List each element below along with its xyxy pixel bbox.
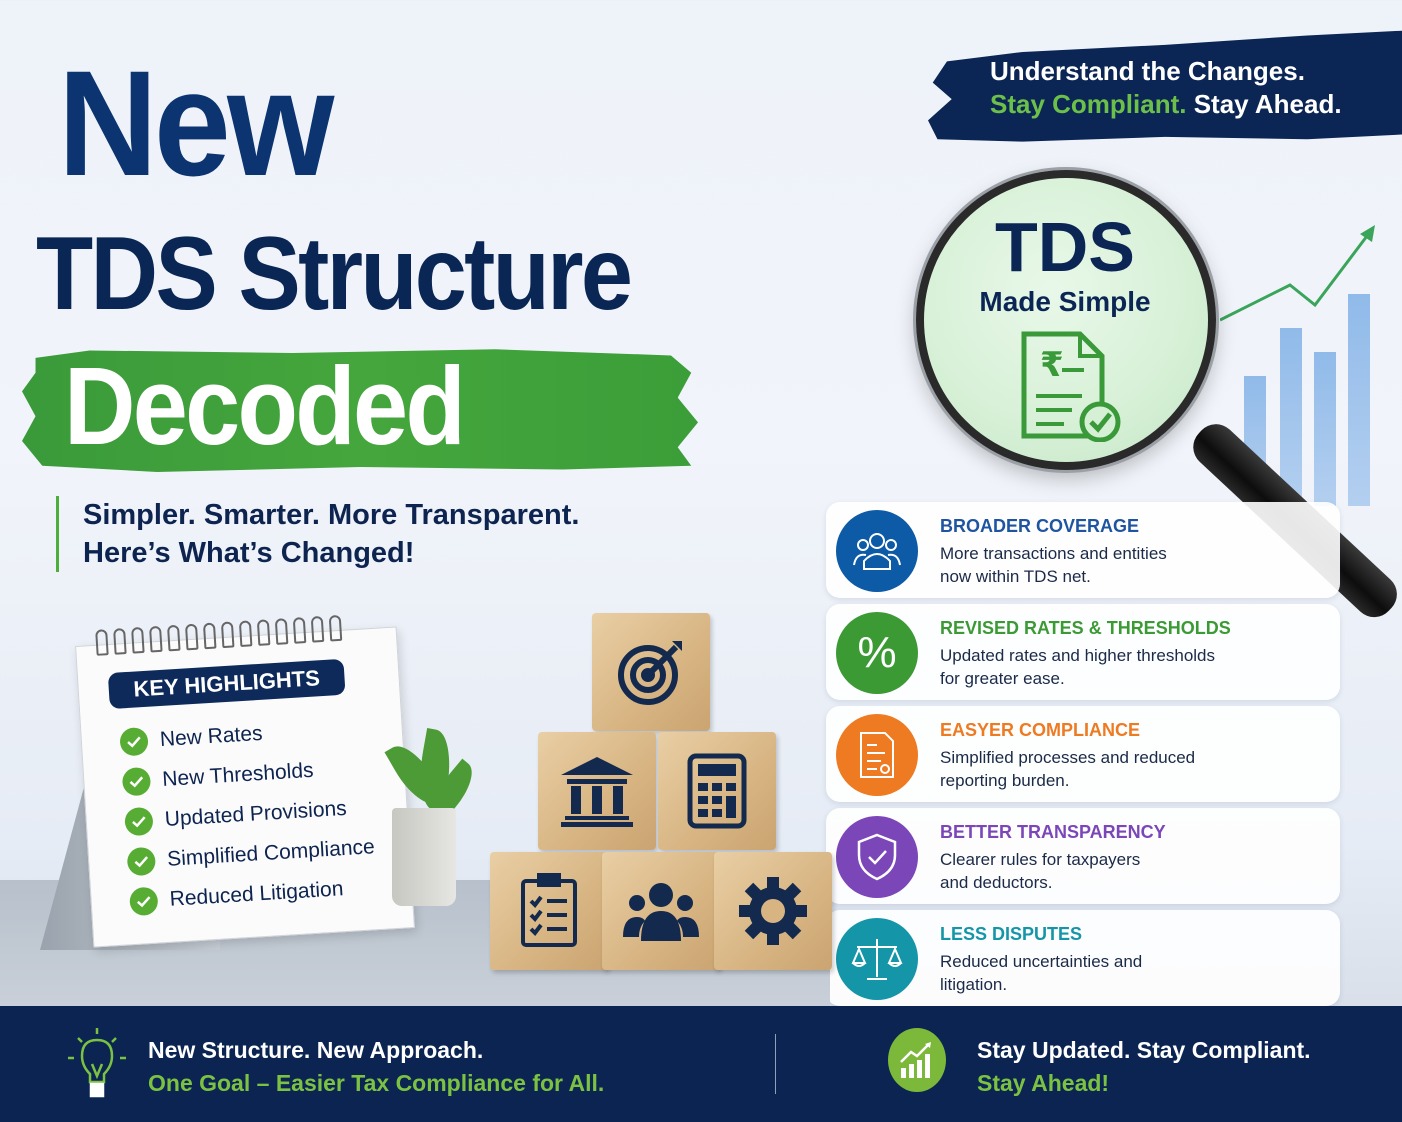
plant-pot	[392, 808, 456, 906]
people-group-icon	[836, 510, 918, 592]
block-gear	[714, 852, 832, 970]
bg-chart-bar	[1280, 328, 1302, 506]
growth-chart-icon	[900, 1042, 931, 1078]
footer-left-line1: New Structure. New Approach.	[148, 1037, 484, 1063]
lens-subtitle: Made Simple	[979, 286, 1151, 317]
key-highlights-calendar: KEY HIGHLIGHTS New Rates New Thresholds …	[75, 614, 415, 948]
footer-right-line1: Stay Updated. Stay Compliant.	[977, 1037, 1311, 1063]
feature-desc-line2: and deductors.	[940, 873, 1053, 892]
growth-chart-badge	[888, 1028, 946, 1092]
feature-card-better-transparency: BETTER TRANSPARENCY Clearer rules for ta…	[826, 808, 1340, 904]
feature-desc-line1: Clearer rules for taxpayers	[940, 850, 1141, 869]
lightbulb-icon	[68, 1028, 126, 1098]
feature-desc-line2: litigation.	[940, 975, 1008, 994]
green-brush-stroke	[22, 349, 698, 472]
scales-icon	[836, 918, 918, 1000]
feature-card-broader-coverage: BROADER COVERAGE More transactions and e…	[826, 502, 1340, 598]
feature-card-less-disputes: LESS DISPUTES Reduced uncertainties and l…	[826, 910, 1340, 1006]
feature-desc-line1: Simplified processes and reduced	[940, 748, 1196, 767]
feature-title: BROADER COVERAGE	[940, 516, 1140, 536]
calendar-rings	[95, 614, 343, 656]
feature-desc-line2: for greater ease.	[940, 669, 1065, 688]
list-item-label: New Rates	[159, 721, 264, 752]
target-icon	[618, 641, 682, 705]
title-decoded: Decoded	[64, 345, 466, 468]
footer-right-line2: Stay Ahead!	[977, 1070, 1110, 1096]
feature-desc: Reduced uncertainties and litigation.	[940, 950, 1260, 996]
check-icon	[128, 886, 159, 917]
tagline: Understand the Changes. Stay Compliant. …	[990, 55, 1342, 121]
feature-card-easyer-compliance: EASYER COMPLIANCE Simplified processes a…	[826, 706, 1340, 802]
tagline-line1: Understand the Changes.	[990, 56, 1305, 86]
list-item: Updated Provisions	[124, 787, 374, 842]
block-target	[592, 613, 710, 731]
title-new: New	[58, 39, 334, 207]
shield-check-icon	[836, 816, 918, 898]
list-item-label: Reduced Litigation	[169, 877, 345, 911]
bank-icon	[561, 757, 633, 827]
title-tds-structure: TDS Structure	[36, 216, 633, 332]
subtitle-line1: Simpler. Smarter. More Transparent.	[83, 499, 580, 531]
feature-desc-line1: More transactions and entities	[940, 544, 1167, 563]
lens-title: TDS	[995, 208, 1135, 286]
clipboard-checklist-icon	[521, 873, 577, 947]
feature-card-revised-rates: % REVISED RATES & THRESHOLDS Updated rat…	[826, 604, 1340, 700]
subtitle-line2: Here’s What’s Changed!	[83, 537, 415, 569]
check-icon	[121, 766, 152, 797]
footer-left-line2: One Goal – Easier Tax Compliance for All…	[148, 1070, 605, 1096]
list-item-label: Simplified Compliance	[166, 835, 376, 871]
list-item: Reduced Litigation	[128, 867, 379, 922]
key-highlights-heading: KEY HIGHLIGHTS	[107, 658, 346, 710]
calculator-icon	[687, 753, 747, 829]
check-icon	[119, 726, 149, 757]
gear-icon	[739, 877, 807, 945]
footer-divider	[775, 1034, 776, 1094]
key-highlights-list: New Rates New Thresholds Updated Provisi…	[119, 707, 379, 922]
footer-right-text: Stay Updated. Stay Compliant. Stay Ahead…	[977, 1034, 1311, 1100]
feature-desc-line2: reporting burden.	[940, 771, 1070, 790]
list-item-label: New Thresholds	[161, 758, 315, 792]
feature-desc: More transactions and entities now within…	[940, 542, 1260, 588]
list-item-label: Updated Provisions	[164, 796, 348, 831]
rupee-document-check-icon: ₹	[1021, 331, 1121, 442]
feature-desc-line1: Reduced uncertainties and	[940, 952, 1143, 971]
feature-title: EASYER COMPLIANCE	[940, 720, 1141, 740]
list-item: Simplified Compliance	[126, 827, 376, 882]
feature-desc: Clearer rules for taxpayers and deductors…	[940, 848, 1260, 894]
feature-desc: Updated rates and higher thresholds for g…	[940, 644, 1260, 690]
feature-title: LESS DISPUTES	[940, 924, 1083, 944]
footer-left-text: New Structure. New Approach. One Goal – …	[148, 1034, 604, 1100]
feature-title: BETTER TRANSPARENCY	[940, 822, 1166, 842]
feature-desc-line1: Updated rates and higher thresholds	[940, 646, 1216, 665]
block-calculator	[658, 732, 776, 850]
feature-title: REVISED RATES & THRESHOLDS	[940, 618, 1231, 638]
percent-icon: %	[836, 612, 918, 694]
footer-banner	[0, 1006, 1402, 1122]
check-icon	[126, 846, 157, 877]
list-item: New Rates	[119, 707, 369, 762]
subtitle: Simpler. Smarter. More Transparent. Here…	[56, 496, 579, 572]
list-item: New Thresholds	[121, 747, 371, 802]
block-clipboard	[490, 852, 608, 970]
svg-text:₹: ₹	[1040, 345, 1064, 385]
trend-arrow-icon	[1220, 225, 1375, 322]
block-team	[602, 852, 720, 970]
bg-chart-bar	[1348, 294, 1370, 506]
document-icon	[836, 714, 918, 796]
magnifier-lens	[916, 170, 1216, 470]
tagline-green: Stay Compliant.	[990, 89, 1187, 119]
team-icon	[623, 883, 699, 941]
bg-chart-bar	[1314, 352, 1336, 506]
feature-desc-line2: now within TDS net.	[940, 567, 1091, 586]
tagline-white: Stay Ahead.	[1186, 89, 1342, 119]
check-icon	[124, 806, 154, 837]
block-bank	[538, 732, 656, 850]
feature-desc: Simplified processes and reduced reportin…	[940, 746, 1260, 792]
